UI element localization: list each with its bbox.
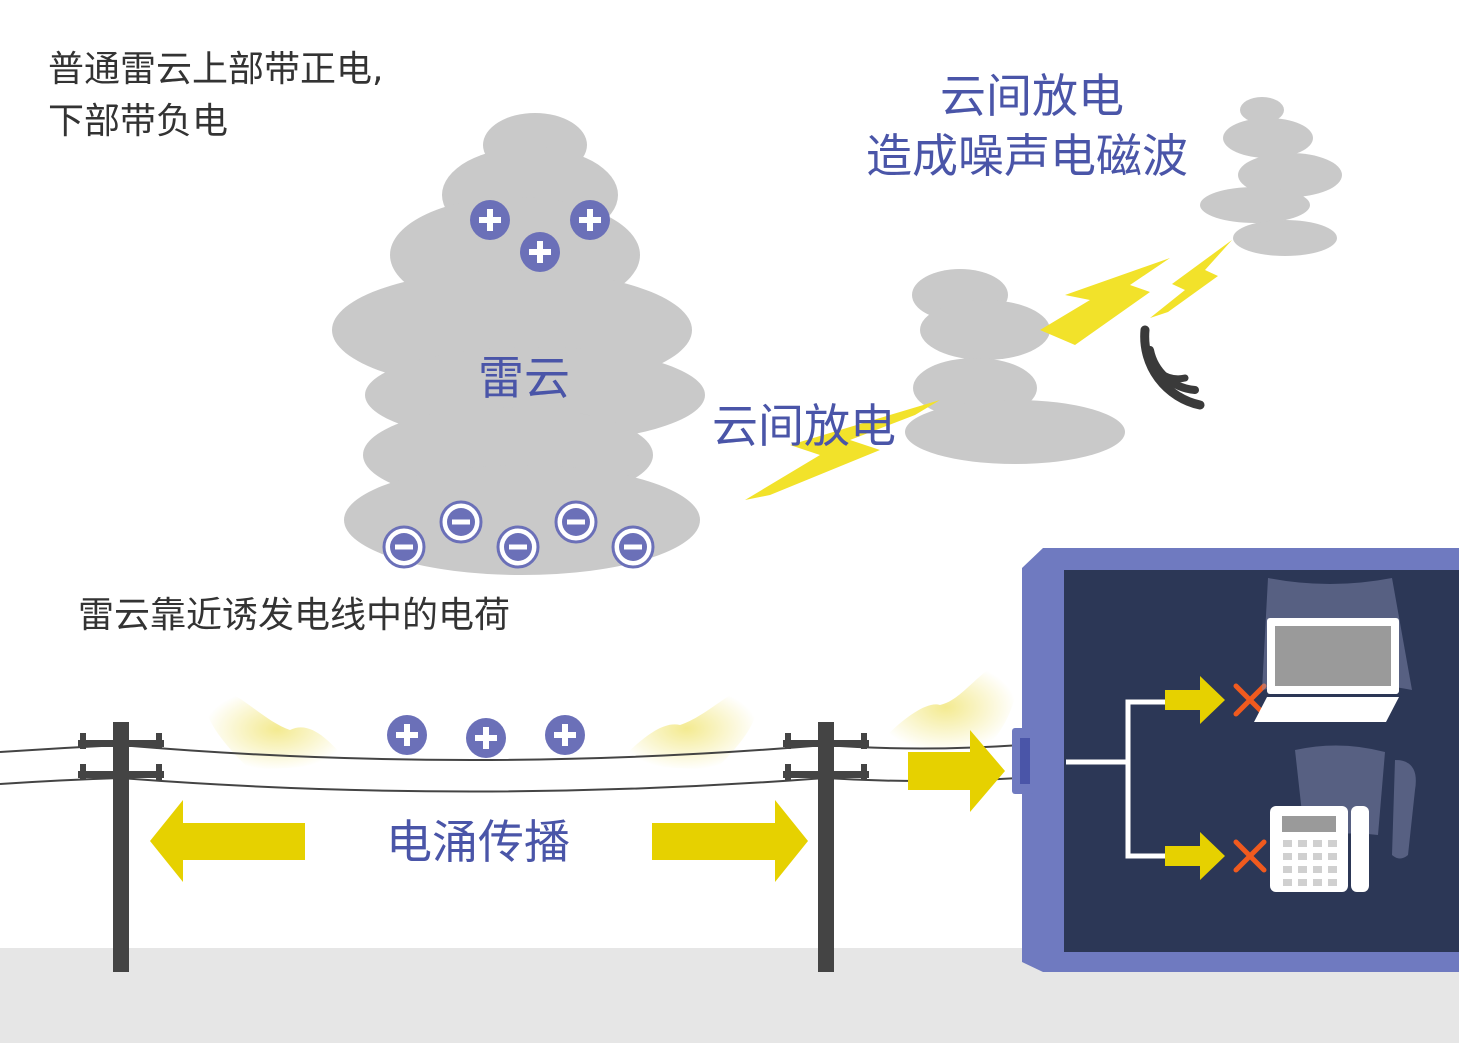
surge-arrow-to-phone-icon [1165,832,1225,880]
induced-charge-glow [204,661,1016,770]
note-line-1: 普通雷云上部带正电, [48,49,384,90]
lightning-bolt-icon [1150,240,1232,318]
lightning-bolt-icon [745,400,940,500]
wire-positive-charges [387,715,585,758]
thundercloud-label: 雷云 [478,351,570,405]
small-cloud-middle [905,269,1125,464]
induced-charge-note: 雷云靠近诱发电线中的电荷 [78,595,511,636]
positive-charge-icon [545,715,585,755]
positive-charge-icon [570,200,610,240]
utility-pole-right [783,722,869,972]
positive-charge-icon [466,718,506,758]
negative-charge-icon [554,500,598,544]
negative-charge-icon [496,525,540,569]
surge-arrow-left-icon [150,800,305,882]
note-line-2: 下部带负电 [48,101,229,142]
positive-charge-icon [520,232,560,272]
utility-pole-left [78,722,164,972]
surge-arrow-to-laptop-icon [1165,676,1225,724]
telephone-icon [1270,745,1416,892]
negative-charge-icon [382,525,426,569]
block-x-icon [1233,683,1267,717]
positive-charge-icon [470,200,510,240]
negative-charge-icon [611,525,655,569]
negative-charge-icon [439,500,483,544]
positive-charge-icon [387,715,427,755]
laptop-icon [1254,578,1412,722]
intercloud-discharge-label: 云间放电 [712,399,896,453]
lightning-bolt-icon [1040,258,1170,345]
intercloud-discharge-label-2: 云间放电 [940,69,1124,123]
surge-propagation-label: 电涌传播 [386,815,570,869]
block-x-icon [1233,839,1267,873]
thundercloud [332,113,705,575]
small-cloud-far [1200,97,1342,256]
electromagnetic-wave-icon [1140,325,1205,410]
surge-arrow-right-icon [652,800,808,882]
surge-arrow-into-building-icon [908,730,1005,812]
charge-distribution-note: 普通雷云上部带正电, 下部带负电 [48,44,383,148]
building [1012,548,1459,972]
noise-wave-label: 造成噪声电磁波 [866,129,1188,183]
